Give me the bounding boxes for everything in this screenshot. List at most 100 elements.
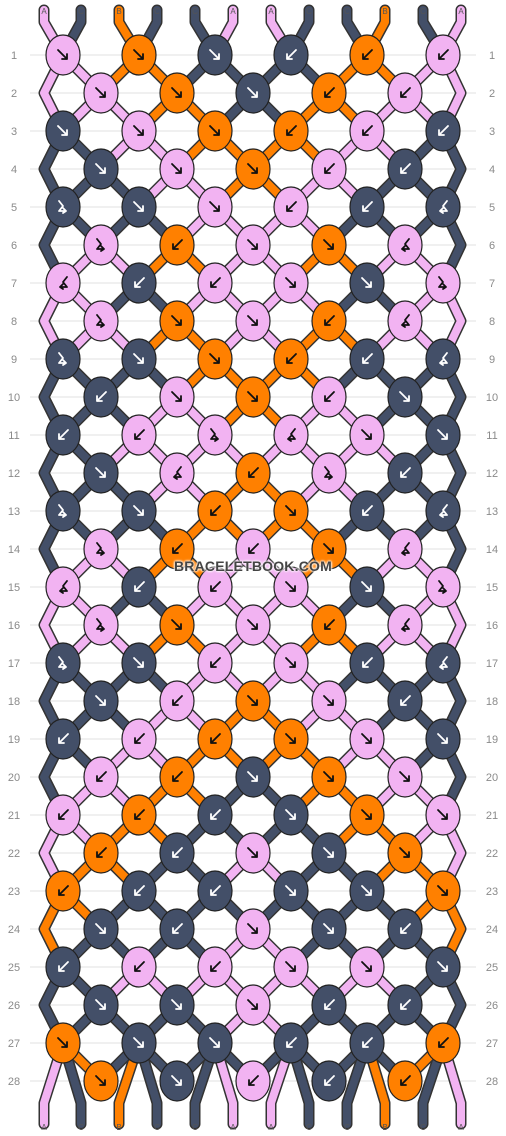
knot — [235, 1060, 271, 1102]
knot-arrow-icon — [438, 1037, 449, 1048]
bottom-strand-letter: C — [306, 1123, 312, 1132]
knot — [273, 946, 309, 988]
knot-arrow-icon — [247, 923, 258, 934]
top-strand-letter: A — [41, 7, 47, 16]
knot — [159, 604, 195, 646]
row-number-right: 20 — [486, 772, 498, 784]
row-number-left: 15 — [8, 582, 20, 594]
knot-arrow-icon — [400, 163, 411, 174]
knot-arrow-icon — [210, 581, 221, 592]
top-strand-letter: A — [268, 7, 274, 16]
knot — [45, 946, 81, 988]
knot-arrow-icon — [172, 923, 183, 934]
knot-arrow-icon — [209, 1037, 220, 1048]
knot-arrow-icon — [95, 467, 106, 478]
row-number-right: 26 — [486, 1000, 498, 1012]
knot-arrow-icon — [171, 87, 182, 98]
row-number-right: 12 — [486, 468, 498, 480]
knot — [311, 680, 347, 722]
knot — [349, 186, 385, 228]
knot-arrow-icon — [248, 467, 259, 478]
knot — [387, 908, 423, 950]
knot — [273, 642, 309, 684]
bottom-strand-letter: C — [420, 1123, 426, 1132]
knot — [83, 452, 119, 494]
knot — [349, 946, 385, 988]
knot — [159, 1060, 195, 1102]
knot — [197, 110, 233, 152]
knot-arrow-icon — [172, 695, 183, 706]
knot — [45, 870, 81, 912]
knot-arrow-icon — [134, 277, 145, 288]
knot — [159, 680, 195, 722]
knot-arrow-icon — [58, 429, 69, 440]
row-number-right: 2 — [489, 88, 495, 100]
knot — [197, 186, 233, 228]
row-number-left: 10 — [8, 392, 20, 404]
knot — [197, 34, 233, 76]
knot — [349, 718, 385, 760]
knot-arrow-icon — [96, 391, 107, 402]
top-strand-letter: B — [116, 7, 121, 16]
row-number-left: 11 — [8, 430, 19, 442]
knot — [425, 338, 461, 380]
knot-arrow-icon — [324, 163, 335, 174]
knot — [311, 832, 347, 874]
row-number-left: 19 — [8, 734, 20, 746]
knot-arrow-icon — [171, 1075, 182, 1086]
knot — [425, 262, 461, 304]
knot-arrow-icon — [361, 961, 372, 972]
knot — [311, 148, 347, 190]
knot — [311, 376, 347, 418]
knot-arrow-icon — [134, 961, 145, 972]
knot — [387, 148, 423, 190]
knot-arrow-icon — [323, 923, 334, 934]
knot — [83, 528, 119, 570]
knot — [197, 870, 233, 912]
knot — [311, 300, 347, 342]
knot-arrow-icon — [362, 201, 373, 212]
knot-arrow-icon — [209, 125, 220, 136]
knot — [159, 528, 195, 570]
knot-arrow-icon — [58, 656, 67, 670]
knot-arrow-icon — [362, 657, 373, 668]
row-number-right: 14 — [486, 544, 498, 556]
row-number-right: 19 — [486, 734, 498, 746]
knot-arrow-icon — [361, 277, 372, 288]
knot-arrow-icon — [210, 809, 221, 820]
row-number-left: 18 — [8, 696, 20, 708]
knot — [425, 490, 461, 532]
knot — [235, 528, 271, 570]
knots — [45, 34, 461, 1102]
top-strand-letter: A — [230, 7, 236, 16]
knot — [273, 566, 309, 608]
knot — [235, 832, 271, 874]
knot — [45, 262, 81, 304]
knot-arrow-icon — [96, 238, 105, 252]
bottom-strand — [287, 1039, 313, 1128]
knot — [425, 110, 461, 152]
knot-arrow-icon — [58, 504, 67, 518]
knot — [387, 300, 423, 342]
knot-arrow-icon — [323, 695, 334, 706]
row-number-right: 27 — [486, 1038, 498, 1050]
bottom-strand — [59, 1039, 85, 1128]
knot — [273, 414, 309, 456]
knot — [273, 110, 309, 152]
knot-arrow-icon — [285, 581, 296, 592]
row-number-left: 26 — [8, 1000, 20, 1012]
knot — [273, 718, 309, 760]
knot — [425, 718, 461, 760]
knot-arrow-icon — [247, 315, 258, 326]
row-number-left: 21 — [8, 810, 20, 822]
knot-arrow-icon — [134, 581, 145, 592]
knot — [45, 566, 81, 608]
knot — [349, 870, 385, 912]
knot — [235, 224, 271, 266]
knot-arrow-icon — [171, 163, 182, 174]
knot — [121, 794, 157, 836]
knot-arrow-icon — [95, 999, 106, 1010]
knot-arrow-icon — [210, 961, 221, 972]
